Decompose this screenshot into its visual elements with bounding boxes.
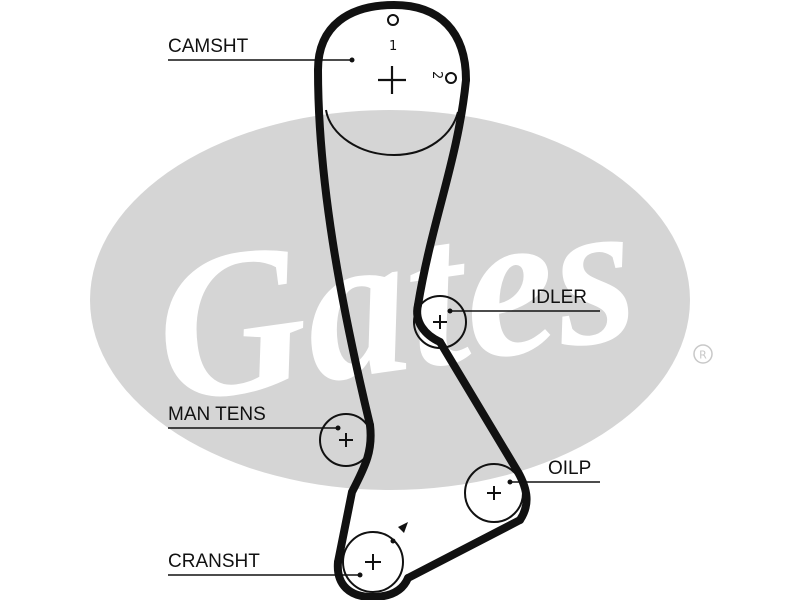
idler-label: IDLER bbox=[531, 287, 587, 308]
camshaft-leader-dot bbox=[349, 57, 355, 63]
timing-mark-2-label: 2 bbox=[429, 71, 444, 79]
belt-camshaft-wrap bbox=[314, 1, 470, 84]
manual-tensioner-label: MAN TENS bbox=[168, 404, 266, 425]
registered-mark-text: R bbox=[699, 349, 707, 362]
camshaft-label: CAMSHT bbox=[168, 36, 249, 57]
belt-left-run bbox=[314, 66, 374, 429]
oil-pump-pulley bbox=[464, 463, 524, 523]
belt-crank-to-oilpump bbox=[404, 516, 524, 582]
camshaft-center-cross-icon bbox=[378, 66, 406, 94]
crankshaft-center-cross-icon bbox=[365, 554, 381, 570]
idler-pulley bbox=[413, 295, 467, 349]
belt-right-run bbox=[414, 76, 470, 309]
gates-watermark-logo: Gates R bbox=[90, 110, 713, 490]
registered-mark-icon bbox=[693, 344, 713, 364]
idler-pulley-circle bbox=[413, 295, 467, 349]
oil-pump-center-cross-icon bbox=[487, 486, 501, 500]
idler-center-cross-icon bbox=[433, 315, 447, 329]
tensioner-pulley-circle bbox=[319, 413, 373, 467]
watermark-ellipse bbox=[90, 110, 690, 490]
manual-tensioner-pulley bbox=[319, 413, 373, 467]
crankshaft-timing-dot-icon bbox=[390, 538, 396, 544]
timing-mark-1-label: 1 bbox=[389, 39, 397, 54]
crankshaft-pulley-circle bbox=[342, 531, 404, 593]
oil-pump-pulley-circle bbox=[464, 463, 524, 523]
crankshaft-leader-dot bbox=[357, 572, 363, 578]
leader-lines bbox=[168, 59, 600, 576]
idler-leader-dot bbox=[447, 308, 453, 314]
timing-mark-1-icon bbox=[387, 14, 399, 26]
oil-pump-label: OILP bbox=[548, 458, 591, 479]
leader-dots bbox=[335, 57, 513, 578]
crankshaft-label: CRANSHT bbox=[168, 551, 260, 572]
crankshaft-pulley bbox=[342, 522, 408, 593]
tensioner-center-cross-icon bbox=[339, 433, 353, 447]
camshaft-pulley-outline bbox=[325, 109, 459, 157]
timing-mark-2-icon bbox=[445, 72, 457, 84]
tensioner-leader-dot bbox=[335, 425, 341, 431]
belt-oilpump-to-idler bbox=[436, 338, 531, 524]
camshaft-pulley: 1 2 bbox=[325, 14, 459, 157]
crankshaft-timing-arrow-icon bbox=[398, 522, 408, 533]
oil-pump-leader-dot bbox=[507, 479, 513, 485]
belt-crankshaft-wrap bbox=[333, 558, 412, 600]
